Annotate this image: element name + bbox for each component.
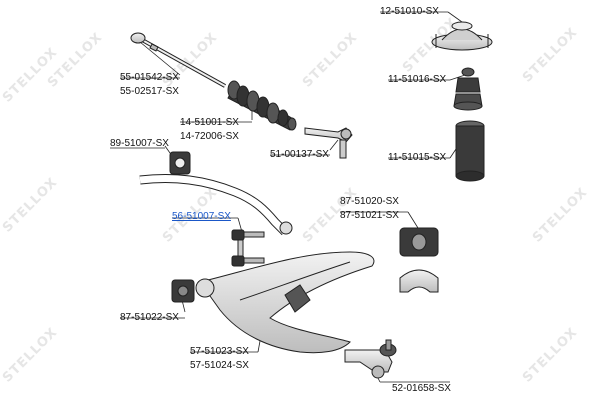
- label-bump-stop[interactable]: 11-51016-SX: [388, 74, 447, 85]
- label-sub-bush-2[interactable]: 87-51021-SX: [340, 210, 399, 221]
- ball-joint: [344, 339, 397, 379]
- stabilizer-link: [231, 229, 265, 267]
- tie-rod-inner: [130, 32, 226, 88]
- label-control-arm-2[interactable]: 57-51024-SX: [190, 360, 249, 371]
- bump-stop: [453, 67, 483, 111]
- label-boot-2[interactable]: 14-72006-SX: [180, 131, 239, 142]
- label-ball-joint[interactable]: 52-01658-SX: [392, 383, 451, 394]
- label-dust-cover[interactable]: 11-51015-SX: [388, 152, 447, 163]
- label-tie-rod-inner-1[interactable]: 55-01542-SX: [120, 72, 179, 83]
- control-arm: [195, 251, 375, 354]
- tie-rod-end: [304, 127, 353, 159]
- label-tie-rod-end[interactable]: 51-00137-SX: [270, 149, 329, 160]
- control-arm-bushing: [171, 279, 195, 303]
- stabilizer-bushing: [169, 151, 191, 175]
- label-tie-rod-inner-2[interactable]: 55-02517-SX: [120, 86, 179, 97]
- dust-cover: [455, 120, 485, 182]
- subframe-bushing: [399, 227, 439, 293]
- stabilizer-bar: [139, 174, 293, 236]
- label-strut-mount[interactable]: 12-51010-SX: [380, 6, 439, 17]
- label-sub-bush-1[interactable]: 87-51020-SX: [340, 196, 399, 207]
- label-boot-1[interactable]: 14-51001-SX: [180, 117, 239, 128]
- label-stab-link[interactable]: 56-51007-SX: [172, 211, 231, 222]
- label-control-arm-1[interactable]: 57-51023-SX: [190, 346, 249, 357]
- label-stab-bush[interactable]: 89-51007-SX: [110, 138, 169, 149]
- strut-mount: [431, 21, 493, 51]
- label-arm-bush[interactable]: 87-51022-SX: [120, 312, 179, 323]
- rack-boot: [227, 80, 297, 131]
